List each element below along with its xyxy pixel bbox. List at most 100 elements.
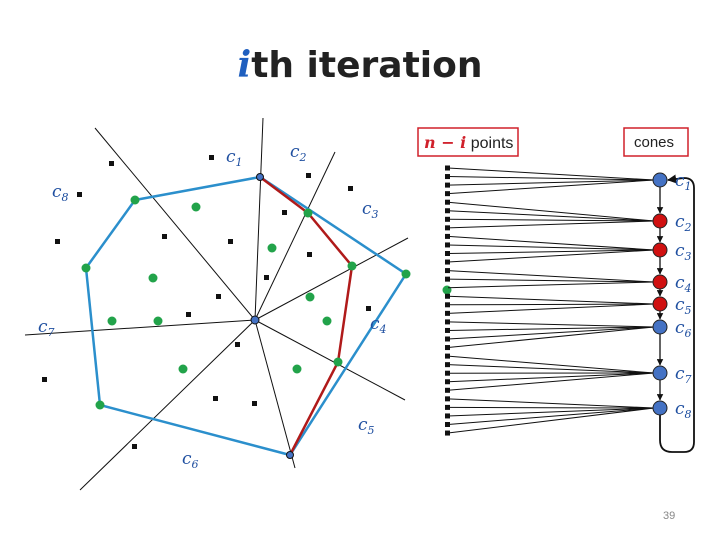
column-point — [445, 259, 450, 265]
black-point — [109, 161, 114, 166]
column-point — [445, 327, 450, 333]
cone-label-right-c8: c8 — [675, 399, 692, 421]
assignment-edge — [447, 372, 655, 391]
column-point — [445, 233, 450, 239]
cone-label-c8-sub: 8 — [62, 191, 69, 204]
column-point — [445, 370, 450, 376]
cone-label-right-c7: c7 — [675, 364, 692, 386]
cone-label-c6: c6 — [182, 449, 199, 471]
cone-node-c4 — [652, 274, 668, 290]
green-point — [267, 243, 277, 253]
column-point — [445, 396, 450, 402]
black-point — [235, 342, 240, 347]
cone-node-c3 — [652, 242, 668, 258]
black-point — [252, 401, 257, 406]
cone-label-c3: c3 — [362, 199, 379, 221]
black-points — [42, 155, 371, 449]
hull-vertex-top — [256, 173, 264, 181]
column-point — [445, 165, 450, 171]
assignment-edge — [447, 398, 655, 409]
green-points — [81, 195, 452, 410]
cone-label-right-c1: c1 — [675, 171, 692, 193]
cone-label-c5-sub: 5 — [368, 424, 375, 437]
green-point — [178, 364, 188, 374]
black-point — [216, 294, 221, 299]
column-point — [445, 293, 450, 299]
column-point — [445, 379, 450, 385]
assignment-edge — [447, 249, 655, 263]
column-point — [445, 251, 450, 256]
green-point — [81, 263, 91, 273]
cone-label-c7: c7 — [38, 317, 55, 339]
black-point — [77, 192, 82, 197]
cone-ray — [254, 319, 406, 401]
assignment-edge — [447, 179, 655, 186]
assignment-edge — [447, 326, 655, 331]
center-point — [250, 315, 260, 325]
assignment-edge — [447, 244, 655, 251]
green-point — [292, 364, 302, 374]
assignment-edge — [447, 176, 655, 181]
column-point — [445, 430, 450, 436]
assignment-edge — [447, 278, 655, 283]
column-point — [445, 413, 450, 419]
column-point — [445, 174, 450, 180]
cone-label-c1: c1 — [226, 147, 243, 169]
column-point — [445, 310, 450, 316]
cone-node-c7 — [652, 365, 668, 381]
green-point — [442, 285, 452, 295]
column-point — [445, 191, 450, 197]
black-point — [55, 239, 60, 244]
page-number: 39 — [663, 510, 675, 522]
cone-label-c4: c4 — [370, 314, 387, 336]
assignment-edge — [447, 281, 655, 289]
cone-label-c4-sub: 4 — [379, 323, 387, 336]
green-point — [347, 261, 357, 271]
assignment-edge — [447, 407, 655, 417]
red-chain — [259, 176, 354, 456]
green-point — [303, 208, 313, 218]
black-point — [162, 234, 167, 239]
green-point — [130, 195, 140, 205]
green-point — [191, 202, 201, 212]
black-point — [209, 155, 214, 160]
green-point — [148, 273, 158, 283]
n-minus-i-word: points — [466, 135, 513, 152]
black-point — [186, 312, 191, 317]
black-point — [366, 306, 371, 311]
cones-box: cones — [623, 127, 689, 157]
cone-label-c5: c5 — [358, 415, 375, 437]
assignment-edge — [447, 210, 655, 222]
assignment-edge — [447, 218, 655, 222]
cone-ray — [254, 319, 296, 469]
column-point — [445, 302, 450, 308]
outer-hull — [84, 175, 408, 457]
cone-label-c2: c2 — [290, 142, 307, 164]
title-text: th iteration — [251, 45, 483, 86]
cone-label-right-c3: c3 — [675, 241, 692, 263]
green-point — [107, 316, 117, 326]
cone-label-right-c2: c2 — [675, 212, 692, 234]
cone-label-c8: c8 — [52, 182, 69, 204]
cones-label: cones — [634, 134, 674, 151]
assignment-edge — [447, 235, 655, 251]
cones-box-frame — [623, 127, 689, 157]
column-point — [445, 404, 450, 410]
cone-ray — [94, 127, 256, 321]
black-point — [348, 186, 353, 191]
assignment-edge — [447, 220, 655, 229]
assignment-edge — [447, 295, 655, 305]
cone-label-c3-sub: 3 — [372, 208, 379, 221]
cone-label-c1-sub: 1 — [236, 156, 243, 169]
black-point — [42, 377, 47, 382]
assignment-edges — [447, 167, 655, 434]
assignment-edge — [447, 326, 655, 349]
column-point — [445, 182, 450, 188]
assignment-edge — [447, 372, 655, 383]
green-point — [95, 400, 105, 410]
cone-label-c2-sub: 2 — [299, 151, 307, 164]
black-point — [132, 444, 137, 449]
assignment-edge — [447, 406, 655, 409]
